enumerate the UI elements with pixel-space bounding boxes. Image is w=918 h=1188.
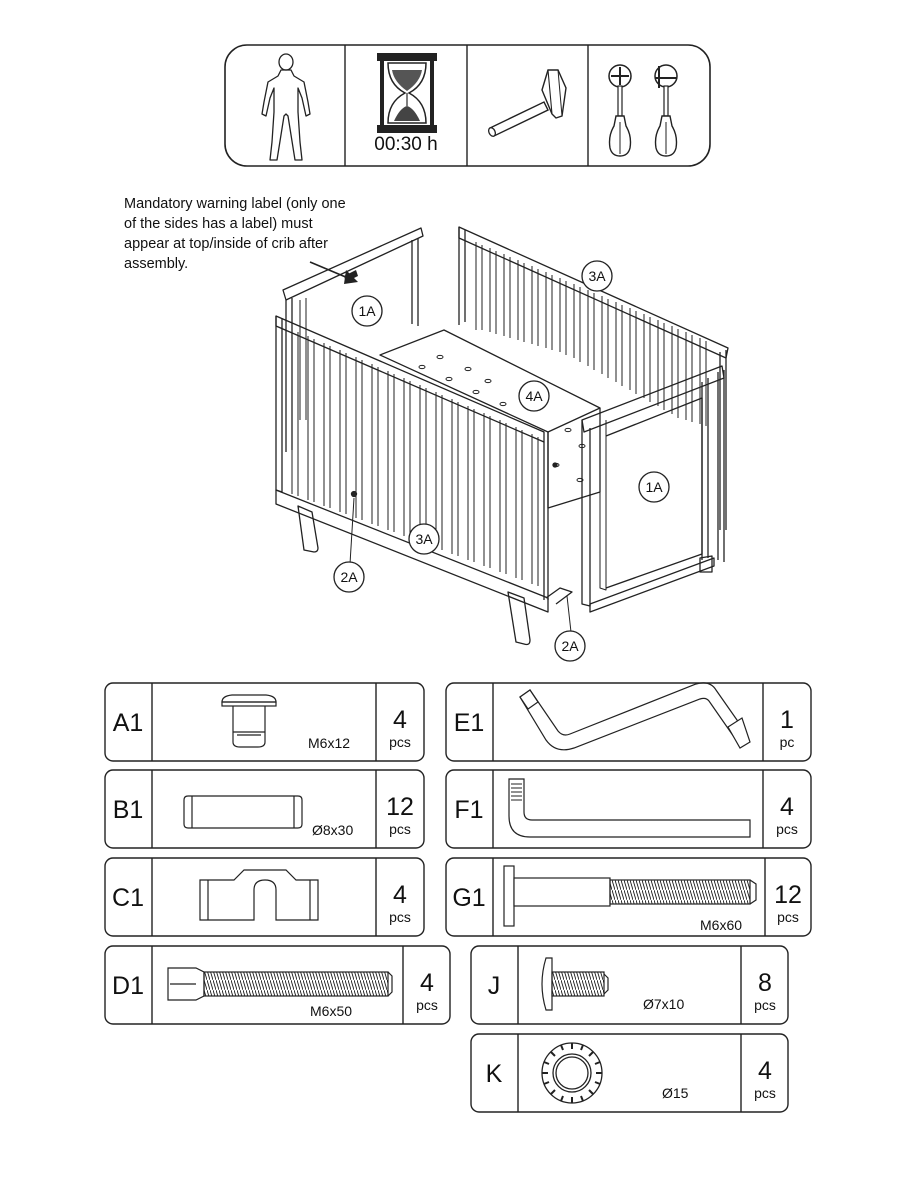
base-holes: [418, 354, 586, 483]
part-g1-unit: pcs: [777, 909, 799, 925]
warning-note: Mandatory warning label (only one of the…: [124, 194, 346, 274]
part-b1-id: B1: [113, 796, 144, 824]
callout-1a-right: 1A: [645, 479, 663, 495]
part-b1-wooden-dowel-icon: [183, 795, 303, 829]
part-g1-bolt-icon: [503, 865, 757, 927]
callout-1a-left: 1A: [358, 303, 376, 319]
part-d1-size: M6x50: [310, 1003, 352, 1019]
part-d1-card: [104, 945, 451, 1025]
part-d1-qty: 4: [420, 969, 434, 997]
callout-3a-back-circle: [581, 260, 613, 292]
panel-1a-front: [581, 365, 725, 433]
callout-3a-back: 3A: [588, 268, 606, 284]
part-f1-qty: 4: [780, 793, 794, 821]
leg-left: [297, 505, 319, 553]
part-f1-hex-key-icon: [508, 778, 751, 838]
part-k-id: K: [486, 1060, 503, 1088]
panel-1a-back: [282, 227, 424, 301]
part-f1-card: [445, 769, 812, 849]
callout-2a-right-leader: [566, 595, 572, 633]
part-d1-unit: pcs: [416, 997, 438, 1013]
part-e1-allen-key-icon: [519, 682, 751, 751]
warning-line-4: assembly.: [124, 256, 189, 272]
hammer-icon: [488, 69, 567, 137]
warning-line-3: appear at top/inside of crib after: [124, 236, 328, 252]
part-c1-bracket-icon: [199, 869, 319, 921]
part-e1-unit: pc: [780, 734, 795, 750]
warning-label-mark: [344, 270, 358, 282]
part-b1-card: [104, 769, 425, 849]
hardware-parts-list: A1 E1 B1 F1 C1 G1 D1 J K M6x12 Ø8x30 M6x…: [104, 682, 812, 1113]
part-g1-id: G1: [452, 884, 485, 912]
callout-3a-front-circle: [408, 523, 440, 555]
front-bottom-rail: [275, 489, 549, 613]
part-g1-qty: 12: [774, 881, 802, 909]
part-j-card: [470, 945, 789, 1025]
part-a1-size: M6x12: [308, 735, 350, 751]
callout-2a-left: 2A: [340, 569, 358, 585]
part-f1-unit: pcs: [776, 821, 798, 837]
part-j-bolt-icon: [541, 957, 609, 1011]
part-b1-unit: pcs: [389, 821, 411, 837]
part-k-card: [470, 1033, 789, 1113]
part-a1-unit: pcs: [389, 734, 411, 750]
callout-1a-right-circle: [638, 471, 670, 503]
part-k-washer-icon: [541, 1042, 603, 1104]
warning-line-1: Mandatory warning label (only one: [124, 196, 346, 212]
assembly-time: 00:30 h: [374, 134, 438, 155]
back-slats: [475, 242, 707, 426]
part-c1-id: C1: [112, 884, 144, 912]
part-b1-qty: 12: [386, 793, 414, 821]
part-g1-size: M6x60: [700, 917, 742, 933]
part-c1-card: [104, 857, 425, 937]
part-j-unit: pcs: [754, 997, 776, 1013]
callout-2a-left-circle: [333, 561, 365, 593]
part-j-size: Ø7x10: [643, 996, 684, 1012]
part-d1-bolt-icon: [167, 967, 393, 1001]
callout-1a-left-circle: [351, 295, 383, 327]
part-a1-qty: 4: [393, 706, 407, 734]
front-slats: [291, 330, 539, 586]
part-e1-id: E1: [454, 709, 485, 737]
part-c1-qty: 4: [393, 881, 407, 909]
part-j-qty: 8: [758, 969, 772, 997]
tools-header-frame: [224, 44, 711, 167]
warning-arrow: [309, 261, 349, 279]
tools-header: 00:30 h: [224, 44, 711, 167]
part-c1-unit: pcs: [389, 909, 411, 925]
hourglass-icon: [377, 53, 437, 133]
part-j-id: J: [488, 972, 501, 1000]
part-b1-size: Ø8x30: [312, 822, 353, 838]
crib-assembly-drawing: 1A 3A 4A 1A 3A 2A 2A: [275, 226, 729, 662]
part-f1-id: F1: [454, 796, 483, 824]
part-g1-card: [445, 857, 812, 937]
warning-line-2: of the sides has a label) must: [124, 216, 313, 232]
leg-right: [507, 591, 531, 646]
callout-2a-right-circle: [554, 630, 586, 662]
part-k-size: Ø15: [662, 1085, 689, 1101]
part-d1-id: D1: [112, 972, 144, 1000]
callout-3a-front: 3A: [415, 531, 433, 547]
part-k-qty: 4: [758, 1057, 772, 1085]
part-k-unit: pcs: [754, 1085, 776, 1101]
part-a1-card: [104, 682, 425, 762]
part-e1-card: [445, 682, 812, 762]
callout-4a-circle: [518, 380, 550, 412]
screwdrivers-icon: [608, 64, 678, 157]
one-person-icon: [261, 53, 311, 161]
callout-4a: 4A: [525, 388, 543, 404]
part-e1-qty: 1: [780, 706, 794, 734]
part-a1-id: A1: [113, 709, 144, 737]
callout-2a-left-leader: [349, 497, 355, 565]
part-a1-dowel-icon: [221, 694, 277, 748]
callout-2a-right: 2A: [561, 638, 579, 654]
